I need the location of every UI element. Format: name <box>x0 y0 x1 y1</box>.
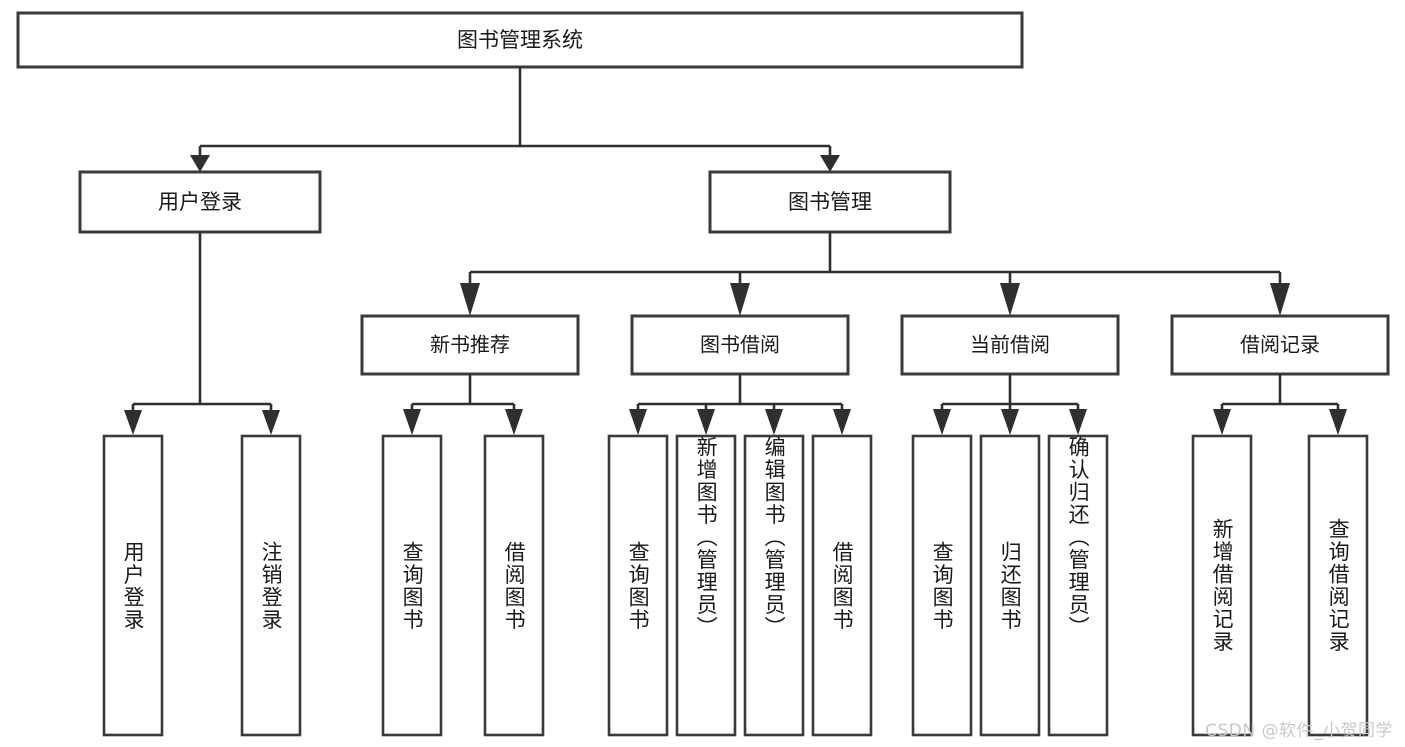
new-book-recommend-box <box>360 314 580 376</box>
leaf-box-borrow-record-0[interactable] <box>1191 434 1253 737</box>
connector-current-borrow-to-leaves <box>933 374 1087 435</box>
connector-borrow-record-to-leaves <box>1213 374 1347 435</box>
leaf-box-book-borrow-0[interactable] <box>607 434 669 737</box>
csdn-watermark: CSDN @软件_小贺同学 <box>1205 721 1393 741</box>
node-borrow-record[interactable]: 借阅记录 <box>1170 314 1390 376</box>
user-login-label: 用户登录 <box>158 190 242 214</box>
connector-book-borrow-to-leaves <box>629 374 851 435</box>
connector-root-to-level1 <box>190 67 840 172</box>
root-label: 图书管理系统 <box>457 28 583 52</box>
connector-book-manage-to-level2 <box>460 232 1290 316</box>
arrow-to-book-manage <box>820 155 840 172</box>
arrow-cb-leaf-3 <box>1069 409 1087 435</box>
leaf-box-current-borrow-0[interactable] <box>911 434 973 737</box>
arrow-bb-leaf-4 <box>833 409 851 435</box>
node-current-borrow[interactable]: 当前借阅 <box>900 314 1120 376</box>
node-root[interactable]: 图书管理系统 <box>16 11 1024 69</box>
leaf-box-new-book-0[interactable] <box>381 434 443 737</box>
leaf-box-current-borrow-2[interactable] <box>1047 434 1109 737</box>
leaf-box-book-borrow-1[interactable] <box>675 434 737 737</box>
leaf-box-borrow-record-1[interactable] <box>1307 434 1369 737</box>
arrow-nb-leaf-2 <box>505 409 523 435</box>
arrow-bb-leaf-1 <box>629 409 647 435</box>
arrow-new-book <box>460 283 480 316</box>
root-box <box>16 11 1024 69</box>
arrow-cb-leaf-2 <box>1001 409 1019 435</box>
arrow-bb-leaf-2 <box>697 409 715 435</box>
leaf-box-book-borrow-3[interactable] <box>811 434 873 737</box>
current-borrow-box <box>900 314 1120 376</box>
arrow-br-leaf-2 <box>1329 409 1347 435</box>
node-book-borrow[interactable]: 图书借阅 <box>630 314 850 376</box>
arrow-leaf-logout <box>262 410 280 435</box>
book-manage-label: 图书管理 <box>788 190 872 214</box>
book-borrow-label: 图书借阅 <box>700 333 780 357</box>
arrow-cb-leaf-1 <box>933 409 951 435</box>
book-borrow-box <box>630 314 850 376</box>
leaf-box-current-borrow-1[interactable] <box>979 434 1041 737</box>
node-book-manage[interactable]: 图书管理 <box>708 170 952 234</box>
arrow-bb-leaf-3 <box>765 409 783 435</box>
arrow-borrow-record <box>1270 283 1290 316</box>
connector-new-book-to-leaves <box>403 374 523 435</box>
current-borrow-label: 当前借阅 <box>970 333 1050 357</box>
arrow-book-borrow <box>730 283 750 316</box>
arrow-nb-leaf-1 <box>403 409 421 435</box>
new-book-recommend-label: 新书推荐 <box>430 333 510 357</box>
arrow-leaf-user-login <box>124 410 142 435</box>
arrow-br-leaf-1 <box>1213 409 1231 435</box>
borrow-record-box <box>1170 314 1390 376</box>
node-new-book-recommend[interactable]: 新书推荐 <box>360 314 580 376</box>
book-manage-box <box>708 170 952 234</box>
leaf-box-user-login-0[interactable] <box>102 434 164 737</box>
arrow-current-borrow <box>1000 283 1020 316</box>
arrow-to-user-login <box>190 155 210 172</box>
leaf-box-new-book-1[interactable] <box>483 434 545 737</box>
node-user-login[interactable]: 用户登录 <box>78 170 322 234</box>
borrow-record-label: 借阅记录 <box>1240 333 1320 357</box>
leaf-box-book-borrow-2[interactable] <box>743 434 805 737</box>
connector-user-login-to-leaves <box>124 232 280 435</box>
leaf-box-user-login-1[interactable] <box>240 434 302 737</box>
